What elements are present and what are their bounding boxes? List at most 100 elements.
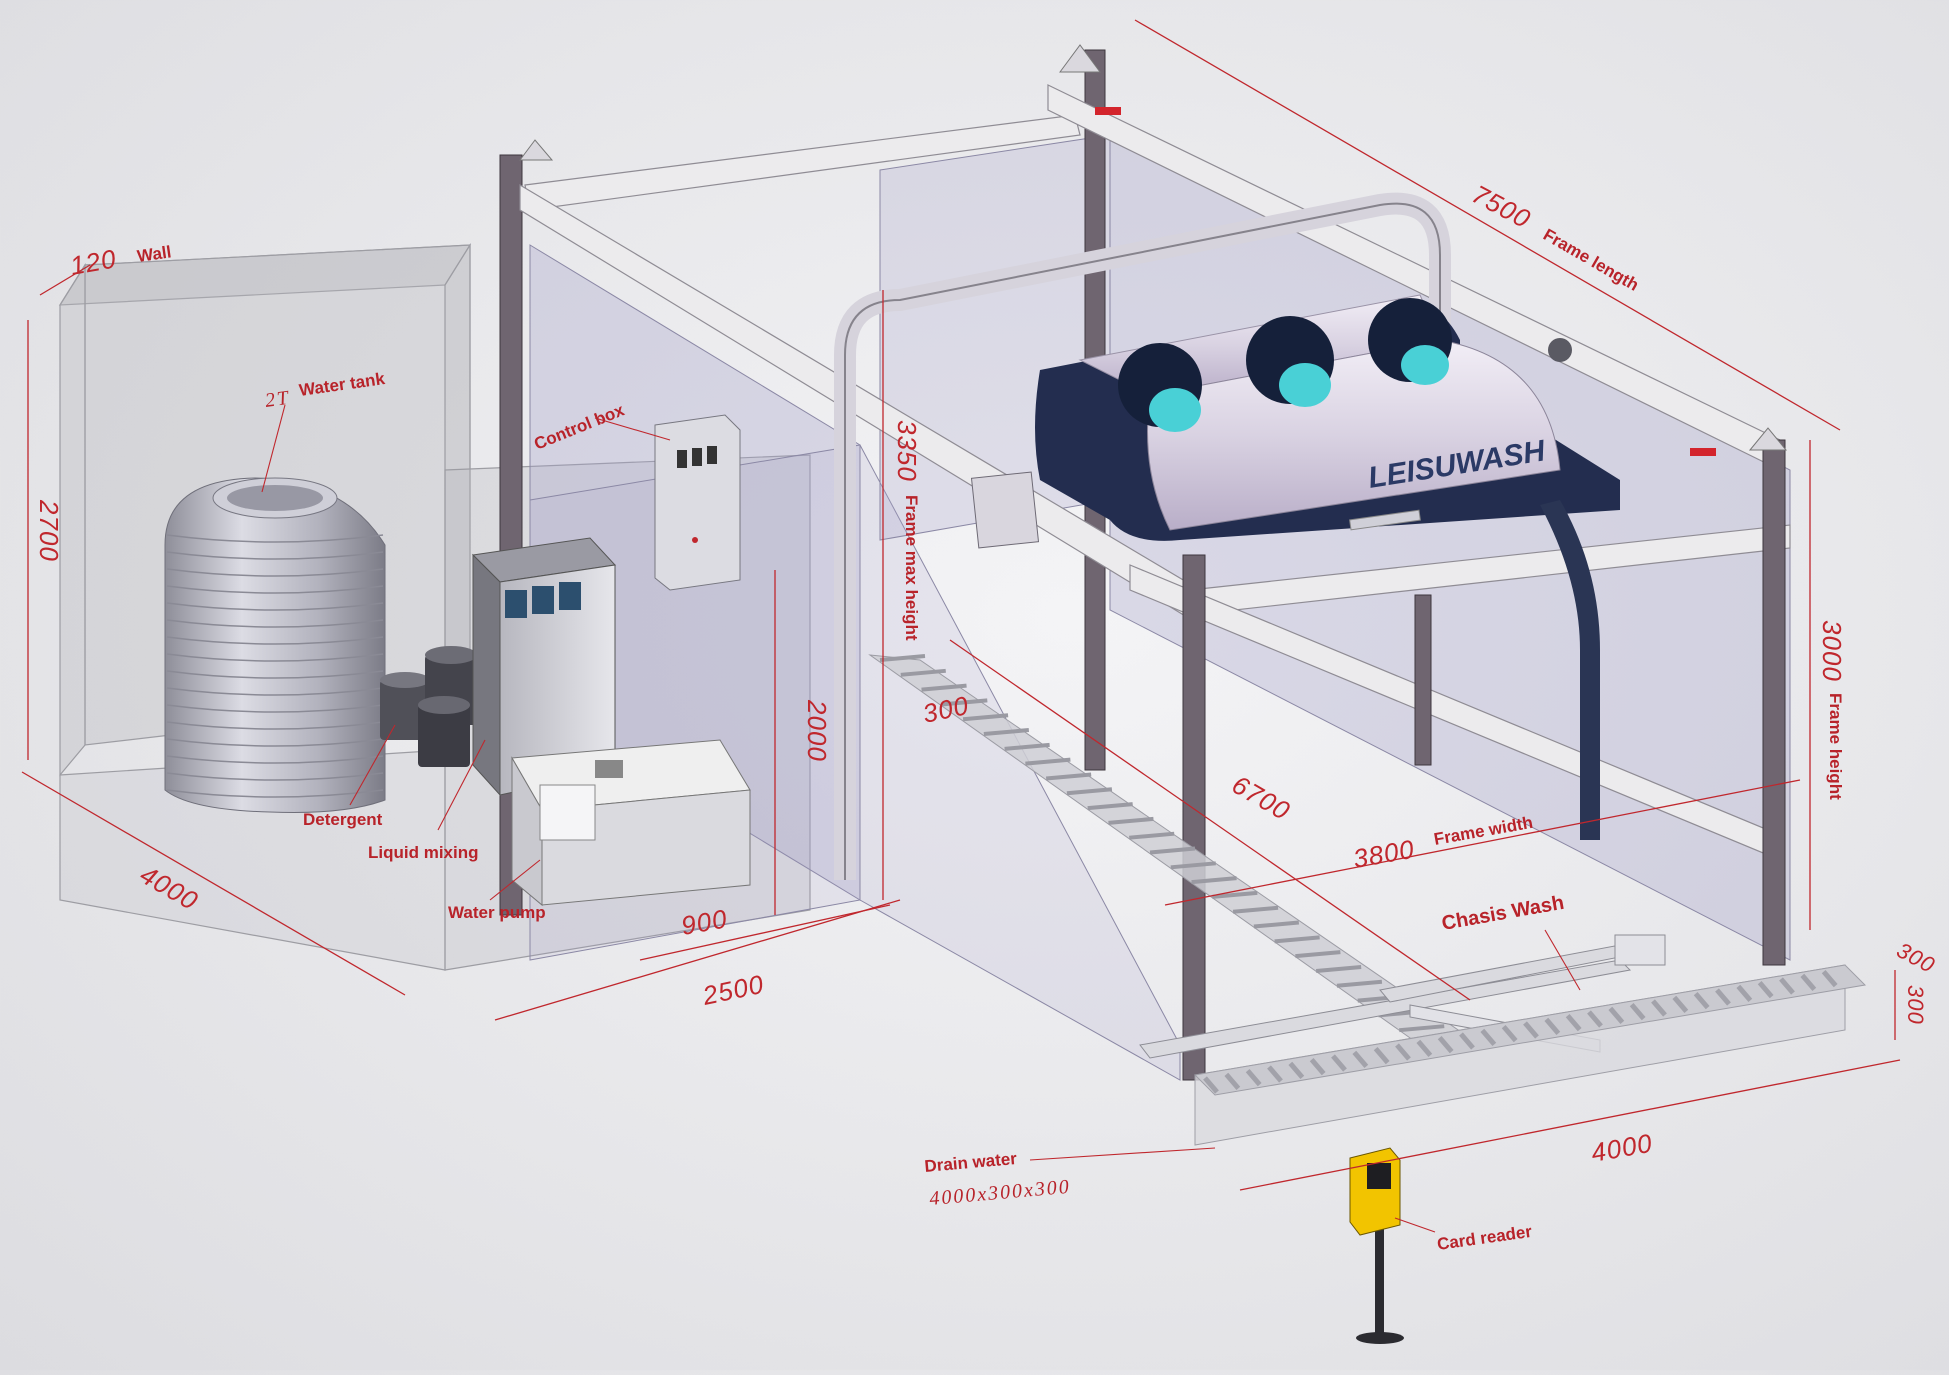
leader-control-box xyxy=(594,417,671,441)
track-slat xyxy=(1315,964,1362,973)
tank-rib xyxy=(166,585,384,594)
dim-line-room-depth xyxy=(21,771,406,996)
guide-track xyxy=(868,654,1482,1046)
dim-frame-width: 3800 xyxy=(1351,834,1417,874)
drain-slat xyxy=(1800,973,1817,991)
label-drain-size: 4000x300x300 xyxy=(929,1176,1072,1210)
drain-slat xyxy=(1544,1017,1561,1035)
tank-rib xyxy=(166,602,384,611)
leader-card-reader xyxy=(1394,1217,1436,1233)
cabinet-display-3 xyxy=(559,582,581,610)
chassis-end-block xyxy=(1614,934,1666,966)
track-slat xyxy=(1232,905,1279,914)
dim-line-frame-length xyxy=(1134,19,1841,431)
pump-nameplate xyxy=(539,784,596,841)
detergent-barrel-1-top xyxy=(380,672,430,688)
dim-track-length: 6700 xyxy=(1227,769,1296,826)
tank-rib xyxy=(166,653,384,662)
control-box-switch-3 xyxy=(707,446,717,464)
tank-rib xyxy=(166,568,384,577)
track-slat xyxy=(962,713,1009,722)
dim-line-frame-width xyxy=(1164,779,1801,906)
drain-slat xyxy=(1779,977,1795,995)
bracket-top-back xyxy=(1059,44,1101,73)
leader-water-pump xyxy=(489,859,541,901)
track-slat xyxy=(1129,831,1175,840)
track-slat xyxy=(1108,816,1154,825)
dim-drain-length: 4000 xyxy=(1589,1128,1655,1168)
drain-slat xyxy=(1736,984,1753,1002)
side-unit-left xyxy=(970,471,1040,549)
detergent-barrel-1 xyxy=(380,680,430,740)
room-left-wall xyxy=(59,262,86,777)
drain-slat xyxy=(1501,1025,1518,1043)
drain-slat xyxy=(1821,970,1838,988)
card-reader xyxy=(1349,1147,1404,1344)
label-wall: Wall xyxy=(136,242,173,266)
label-frame-height: Frame height xyxy=(1826,693,1845,800)
drain-slat xyxy=(1203,1076,1219,1094)
leader-liquid-mixing xyxy=(437,739,486,831)
drain-slat xyxy=(1608,1006,1625,1024)
brush-hub-left xyxy=(1149,388,1201,432)
label-frame-max-height: Frame max height xyxy=(902,495,921,641)
drain-slat xyxy=(1693,992,1710,1010)
drain-slat xyxy=(1715,988,1731,1006)
drain-slat xyxy=(1672,995,1689,1013)
track-slat xyxy=(879,654,926,662)
label-frame-width: Frame width xyxy=(1432,813,1534,849)
drain-slat xyxy=(1480,1028,1497,1046)
track-slat xyxy=(1149,846,1196,855)
drain-slat xyxy=(1651,999,1667,1017)
dim-frame-height: 3000 xyxy=(1817,620,1847,682)
dim-room-width: 2500 xyxy=(699,969,767,1011)
track-slat xyxy=(1004,742,1050,751)
label-water-tank-capacity: 2T xyxy=(264,387,292,412)
gantry-arch xyxy=(834,192,1451,880)
track-slat xyxy=(1087,802,1133,811)
tank-rib xyxy=(166,738,384,747)
drain-slat xyxy=(1373,1047,1390,1065)
drain-slat xyxy=(1523,1021,1539,1039)
tank-rib xyxy=(166,721,384,730)
detergent-barrel-3-top xyxy=(418,696,470,714)
dim-room-height: 2700 xyxy=(34,499,64,562)
drain-slat xyxy=(1352,1050,1369,1068)
gantry-arch-outline xyxy=(844,202,1441,880)
leader-drain-water xyxy=(1029,1147,1216,1161)
track-slat xyxy=(1274,935,1320,944)
label-chasis-wash: Chasis Wash xyxy=(1440,892,1566,935)
nozzle-bar xyxy=(1349,509,1421,531)
dim-frame-length: 7500 xyxy=(1467,179,1536,235)
track-slat xyxy=(1170,861,1216,870)
drain-slat xyxy=(1459,1032,1475,1050)
tank-rib xyxy=(166,772,384,781)
brush-hub-middle xyxy=(1279,363,1331,407)
drain-grate xyxy=(1203,970,1838,1094)
control-box-switch-1 xyxy=(677,450,687,468)
detergent-barrels xyxy=(380,646,477,767)
frame-post-middle xyxy=(1414,594,1432,766)
card-reader-icon xyxy=(1349,1147,1401,1236)
track-slat xyxy=(1253,920,1300,929)
dim-line-wall xyxy=(39,264,91,296)
frame-post-front-left xyxy=(1182,554,1206,1081)
tank-rib xyxy=(166,704,384,713)
drain-slat xyxy=(1437,1036,1454,1054)
leader-water-tank xyxy=(261,404,286,493)
frame-post-front-right xyxy=(1762,439,1786,966)
water-tank-icon xyxy=(164,477,386,813)
track-slat xyxy=(942,698,988,707)
track-slat xyxy=(900,668,946,677)
dim-line-room-width xyxy=(494,899,901,1021)
track-slat xyxy=(1295,950,1341,959)
track-slat xyxy=(1336,979,1383,988)
control-box xyxy=(654,414,741,591)
water-tank-opening xyxy=(227,485,323,511)
dim-frame-max-height: 3350 xyxy=(892,420,922,482)
drain-trench xyxy=(1193,964,1867,1146)
label-drain-water: Drain water xyxy=(924,1149,1018,1176)
control-box-light xyxy=(692,537,698,543)
chassis-hose-arm xyxy=(1540,500,1600,840)
